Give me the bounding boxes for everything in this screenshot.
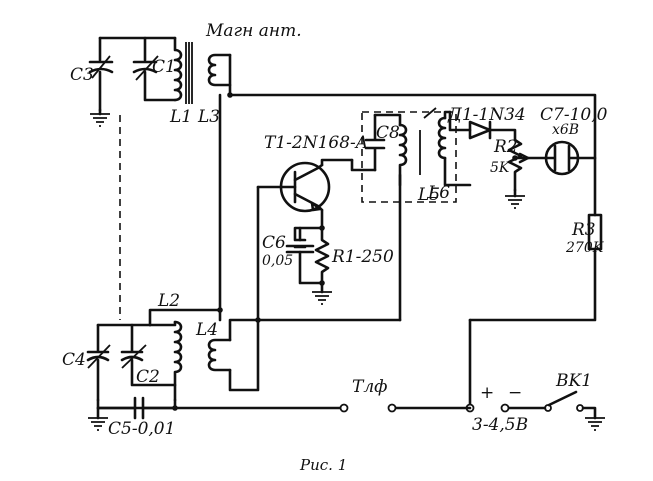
resistor-r3 bbox=[468, 213, 603, 322]
capacitor-c1 bbox=[132, 55, 177, 102]
label-r3-value: 270K bbox=[565, 240, 605, 256]
coil-l1 bbox=[173, 36, 193, 104]
label-r2: R2 bbox=[493, 137, 518, 157]
label-c6: C6 bbox=[262, 233, 286, 253]
label-c1: C1 bbox=[152, 57, 176, 77]
label-phones: Тлф bbox=[352, 377, 387, 397]
label-c8: C8 bbox=[376, 123, 400, 143]
label-d1: Д1-1N34 bbox=[447, 105, 526, 125]
label-l6: L6 bbox=[427, 183, 450, 203]
label-l2: L2 bbox=[157, 291, 180, 311]
capacitor-c3 bbox=[88, 55, 114, 112]
label-r1: R1-250 bbox=[331, 247, 394, 267]
label-c4: C4 bbox=[62, 350, 86, 370]
label-l3: L3 bbox=[197, 107, 220, 127]
label-c7: C7-10,0 bbox=[540, 105, 608, 125]
coil-l3 bbox=[207, 53, 232, 97]
top-rail bbox=[228, 93, 597, 217]
label-c5: C5-0,01 bbox=[108, 419, 175, 439]
label-antenna: Магн ант. bbox=[205, 21, 302, 41]
capacitor-c7 bbox=[526, 140, 597, 176]
diode-d1 bbox=[448, 110, 517, 142]
switch-bk1 bbox=[544, 390, 605, 431]
transistor-t1 bbox=[256, 158, 354, 322]
resistor-r1 bbox=[312, 226, 332, 305]
label-c6-value: 0,05 bbox=[262, 253, 293, 269]
label-r2-value: 5K bbox=[490, 160, 511, 176]
label-l1: L1 bbox=[169, 107, 192, 127]
if-transformer-l5 bbox=[350, 107, 472, 322]
label-l4: L4 bbox=[195, 320, 218, 340]
input-tank-top bbox=[88, 36, 232, 127]
label-c7-voltage: x6B bbox=[552, 122, 579, 138]
label-l5: L5 bbox=[417, 185, 440, 205]
input-tank-bottom bbox=[86, 308, 402, 431]
label-plus: + bbox=[480, 383, 494, 403]
capacitor-c6 bbox=[285, 226, 324, 285]
battery-terminals bbox=[465, 318, 547, 413]
phones-terminals bbox=[339, 403, 472, 413]
label-c3: C3 bbox=[70, 65, 94, 85]
label-battery: 3-4,5B bbox=[472, 415, 528, 435]
label-t1: T1-2N168-A bbox=[264, 133, 368, 153]
label-minus: − bbox=[508, 383, 522, 403]
ground-symbol bbox=[90, 108, 110, 127]
figure-caption: Рис. 1 bbox=[299, 456, 347, 474]
label-r3: R3 bbox=[571, 220, 596, 240]
label-c2: C2 bbox=[136, 367, 160, 387]
label-switch: BK1 bbox=[555, 371, 592, 391]
